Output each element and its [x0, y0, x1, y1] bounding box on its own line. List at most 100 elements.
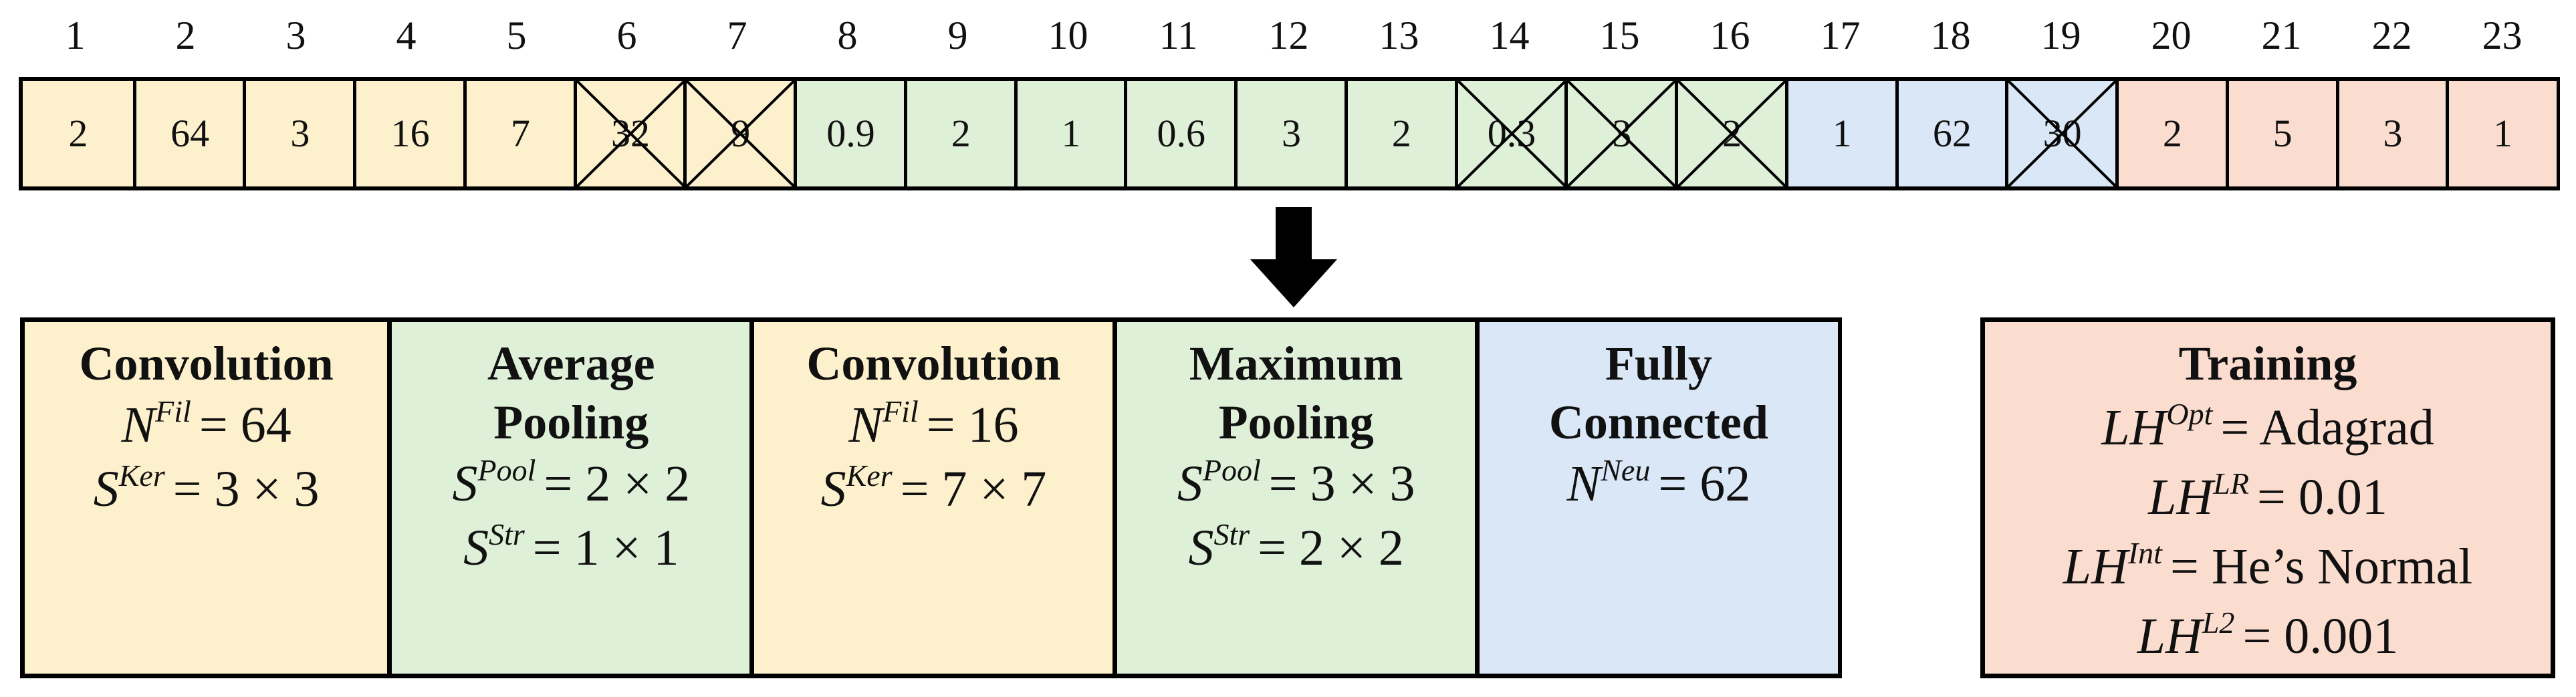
gene-cell: 3: [243, 81, 354, 186]
gene-value: 64: [170, 112, 210, 155]
gene-value: 3: [1281, 112, 1301, 155]
hyperparameter-equation: NFil= 64: [25, 393, 388, 457]
gene-value: 16: [390, 112, 430, 155]
gene-index-label: 2: [175, 13, 196, 57]
gene-index-label: 21: [2261, 13, 2302, 57]
gene-cell-crossed: 30: [2005, 81, 2117, 186]
value: = 3 × 3: [172, 461, 320, 517]
gene-cell: 1: [2446, 81, 2557, 186]
gene-value: 7: [510, 112, 530, 155]
symbol-superscript: Fil: [883, 394, 919, 428]
symbol: S: [820, 461, 846, 517]
symbol-superscript: Ker: [118, 458, 165, 493]
gene-value: 0.6: [1157, 112, 1206, 155]
symbol: N: [121, 397, 156, 453]
value: = He’s Normal: [2170, 539, 2473, 595]
gene-value: 0.9: [826, 112, 875, 155]
training-title: Training: [2178, 337, 2357, 390]
symbol-superscript: Pool: [477, 453, 536, 487]
symbol: S: [452, 456, 478, 512]
cross-out-icon: [1678, 81, 1786, 186]
gene-index-label: 5: [506, 13, 527, 57]
gene-cell: 0.9: [794, 81, 905, 186]
gene-index-label: 19: [2040, 13, 2081, 57]
layer-title: Maximum Pooling: [1189, 337, 1403, 449]
gene-cell-crossed: 3: [1564, 81, 1676, 186]
gene-cell-crossed: 2: [1675, 81, 1786, 186]
hyperparameter-equation: NFil= 16: [754, 393, 1113, 457]
gene-value: 2: [1391, 112, 1411, 155]
down-arrow-icon: [1250, 207, 1337, 307]
gene-index-label: 18: [1930, 13, 1971, 57]
value: = Adagrad: [2220, 400, 2434, 456]
hyperparameter-equation: SKer= 7 × 7: [754, 457, 1113, 521]
symbol-superscript: Str: [1213, 517, 1250, 551]
symbol-superscript: Str: [489, 517, 525, 551]
gene-value: 1: [2493, 112, 2513, 155]
value: = 7 × 7: [900, 461, 1047, 517]
layer-title: Convolution: [79, 337, 334, 390]
gene-value: 2: [2162, 112, 2182, 155]
gene-index-label: 3: [285, 13, 306, 57]
gene-cell-crossed: 9: [683, 81, 795, 186]
gene-cell: 0.6: [1124, 81, 1236, 186]
gene-index-label: 8: [837, 13, 858, 57]
gene-cell: 7: [463, 81, 574, 186]
gene-index-label: 22: [2371, 13, 2412, 57]
gene-index-label: 12: [1268, 13, 1309, 57]
hyperparameter-equation: LHInt= He’s Normal: [1985, 532, 2551, 601]
hyperparameter-equation: LHLR= 0.01: [1985, 462, 2551, 532]
hyperparameter-equation: LHL2= 0.001: [1985, 601, 2551, 671]
value: = 64: [199, 397, 291, 453]
gene-index-label: 9: [947, 13, 968, 57]
gene-cell: 3: [2335, 81, 2447, 186]
symbol: S: [1188, 520, 1214, 576]
cross-out-icon: [1458, 81, 1566, 186]
gene-cell: 2: [23, 81, 134, 186]
layer-title: Fully Connected: [1548, 337, 1768, 449]
gene-value: 3: [2383, 112, 2403, 155]
cross-out-icon: [687, 81, 794, 186]
hyperparameter-equation: SPool= 2 × 2: [392, 452, 750, 516]
hyperparameter-equation: LHOpt= Adagrad: [1985, 393, 2551, 462]
cross-out-icon: [577, 81, 685, 186]
symbol-superscript: L2: [2202, 605, 2235, 640]
gene-cell: 1: [1784, 81, 1896, 186]
gene-value: 1: [1832, 112, 1852, 155]
symbol-superscript: Opt: [2166, 397, 2213, 431]
value: = 2 × 2: [544, 456, 691, 512]
hyperparameter-equation: SKer= 3 × 3: [25, 457, 388, 521]
symbol: N: [1566, 456, 1601, 512]
symbol: LH: [2101, 400, 2167, 456]
layer-title: Convolution: [806, 337, 1061, 390]
symbol: LH: [2137, 608, 2202, 664]
gene-cell: 62: [1895, 81, 2006, 186]
gene-cell: 5: [2225, 81, 2337, 186]
gene-cell: 64: [132, 81, 244, 186]
symbol: S: [93, 461, 119, 517]
gene-index-label: 4: [396, 13, 417, 57]
value: = 0.001: [2242, 608, 2399, 664]
gene-cell: 3: [1234, 81, 1345, 186]
hyperparameter-equation: NNeu= 62: [1480, 452, 1838, 516]
hyperparameter-equation: SPool= 3 × 3: [1117, 452, 1476, 516]
symbol-superscript: Fil: [155, 394, 191, 428]
gene-index-label: 23: [2482, 13, 2523, 57]
gene-index-label: 15: [1599, 13, 1640, 57]
gene-index-label: 1: [65, 13, 86, 57]
value: = 3 × 3: [1268, 456, 1415, 512]
cross-out-icon: [2008, 81, 2116, 186]
gene-index-label: 16: [1710, 13, 1750, 57]
value: = 0.01: [2256, 469, 2387, 525]
gene-value: 62: [1932, 112, 1972, 155]
gene-cell: 2: [2115, 81, 2226, 186]
value: = 16: [926, 397, 1019, 453]
